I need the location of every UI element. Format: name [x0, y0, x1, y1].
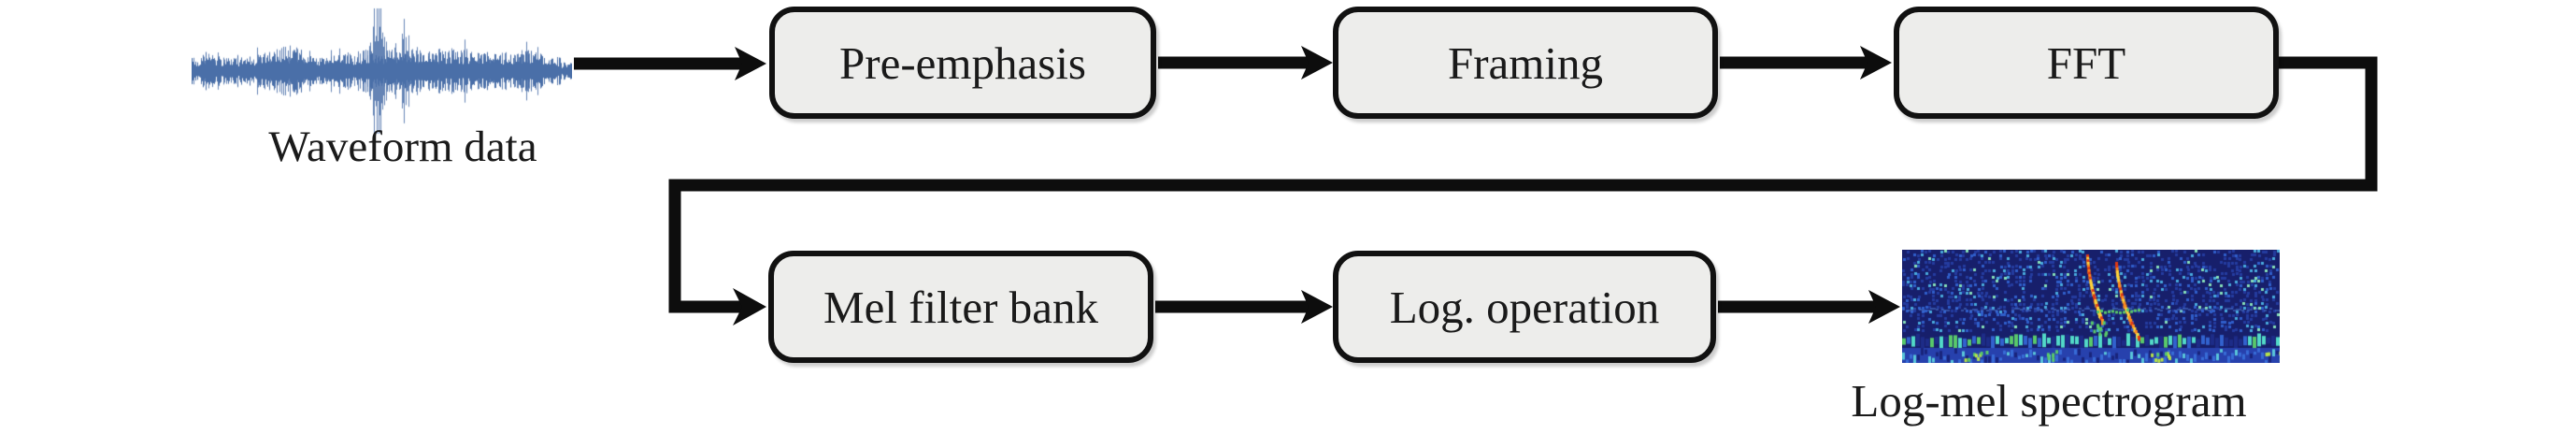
node-framing-label: Framing: [1447, 36, 1604, 89]
node-fft: FFT: [1894, 7, 2279, 119]
node-log-operation: Log. operation: [1333, 251, 1716, 363]
arrowhead-framing-to-fft: [1860, 46, 1892, 80]
node-mel-filter-bank-label: Mel filter bank: [823, 281, 1098, 333]
spectrogram-image: [1902, 250, 2280, 363]
spectrogram-caption: Log-mel spectrogram: [1851, 375, 2247, 427]
node-pre-emphasis: Pre-emphasis: [769, 7, 1156, 119]
arrowhead-preemphasis-to-framing: [1301, 46, 1333, 80]
node-log-operation-label: Log. operation: [1389, 281, 1660, 333]
connector-fft-to-melfilterbank: [668, 56, 2378, 313]
node-framing: Framing: [1333, 7, 1718, 119]
waveform-caption: Waveform data: [268, 123, 537, 171]
node-mel-filter-bank: Mel filter bank: [768, 251, 1153, 363]
arrowhead-logoperation-to-spectrogram: [1868, 290, 1900, 324]
waveform-image: [192, 7, 572, 135]
arrowhead-waveform-to-preemphasis: [735, 47, 766, 80]
node-fft-label: FFT: [2046, 36, 2126, 89]
node-pre-emphasis-label: Pre-emphasis: [839, 36, 1086, 89]
arrowhead-melfilterbank-to-logoperation: [1301, 290, 1333, 324]
arrowhead-fft-to-melfilterbank: [733, 288, 766, 326]
